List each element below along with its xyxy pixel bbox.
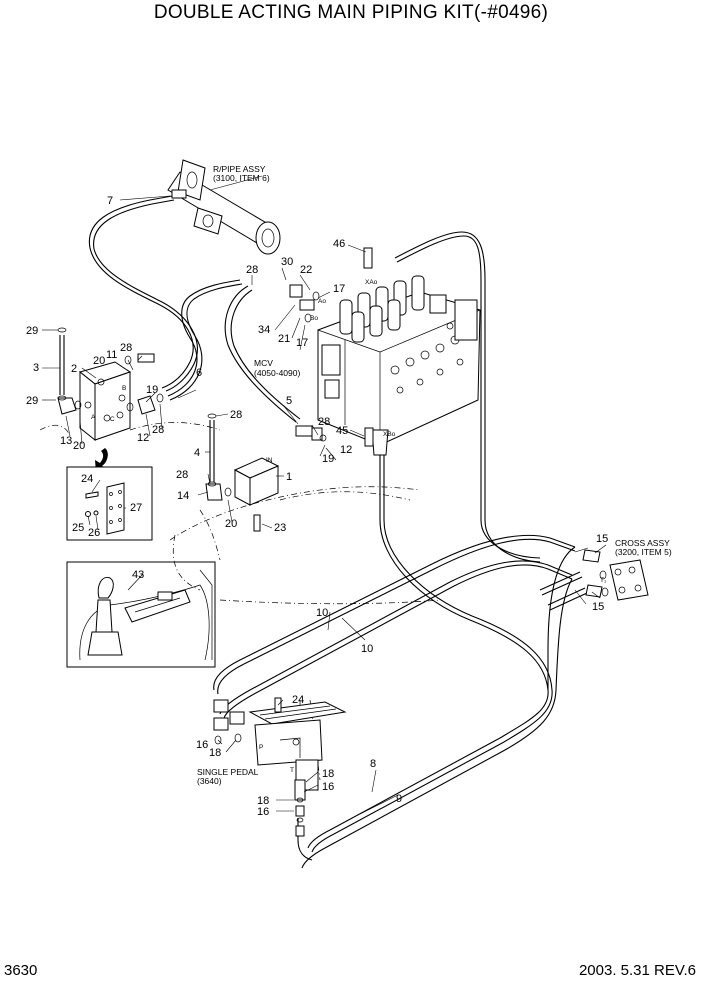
callout-18: 18 bbox=[322, 768, 334, 780]
single-pedal-assembly bbox=[213, 699, 347, 801]
fitting-45 bbox=[364, 427, 374, 447]
port-block-2 bbox=[78, 361, 132, 442]
mcv-spools bbox=[339, 275, 425, 343]
callout-16: 16 bbox=[322, 781, 334, 793]
leader-lines bbox=[42, 175, 607, 815]
port-ao: Ao bbox=[318, 298, 326, 305]
bracket-27 bbox=[106, 482, 125, 535]
port-a: A bbox=[91, 414, 96, 421]
hose-10 bbox=[213, 534, 576, 691]
revision-date: 2003. 5.31 REV.6 bbox=[578, 962, 696, 979]
page-number: 3630 bbox=[4, 962, 38, 979]
callout-10: 10 bbox=[361, 643, 373, 655]
callout-24: 24 bbox=[292, 694, 304, 706]
port-c: C bbox=[110, 416, 115, 423]
callout-9: 9 bbox=[396, 793, 402, 805]
hose-8 bbox=[547, 546, 576, 690]
note-mcv-ref: (4050-4090) bbox=[254, 368, 300, 378]
callout-34: 34 bbox=[258, 324, 270, 336]
callout-17: 17 bbox=[296, 337, 308, 349]
callout-29: 29 bbox=[26, 395, 38, 407]
callout-29: 29 bbox=[26, 325, 38, 337]
arrow-down-icon bbox=[95, 448, 108, 472]
callout-12: 12 bbox=[340, 444, 352, 456]
hose-5 bbox=[224, 285, 297, 423]
callout-20: 20 bbox=[93, 355, 105, 367]
callout-19: 19 bbox=[146, 384, 158, 396]
callout-45: 45 bbox=[336, 425, 348, 437]
callout-2: 2 bbox=[71, 363, 77, 375]
callout-24: 24 bbox=[81, 473, 93, 485]
callout-12: 12 bbox=[137, 432, 149, 444]
port-bo: Bo bbox=[310, 315, 318, 322]
port-t1: T₁ bbox=[600, 577, 607, 584]
callout-19: 19 bbox=[322, 453, 334, 465]
inset-joystick-43 bbox=[66, 561, 216, 668]
note-pedal: SINGLE PEDAL bbox=[197, 767, 259, 777]
callout-46: 46 bbox=[333, 238, 345, 250]
callout-28: 28 bbox=[318, 416, 330, 428]
callout-28: 28 bbox=[246, 264, 258, 276]
callout-10: 10 bbox=[316, 607, 328, 619]
callout-1: 1 bbox=[286, 471, 292, 483]
hose-9 bbox=[301, 578, 573, 869]
port-xbo: XBo bbox=[383, 431, 396, 438]
callout-26: 26 bbox=[88, 527, 100, 539]
callout-28: 28 bbox=[120, 342, 132, 354]
callout-4: 4 bbox=[194, 447, 200, 459]
callout-25: 25 bbox=[72, 522, 84, 534]
callout-27: 27 bbox=[130, 502, 142, 514]
callout-7: 7 bbox=[107, 195, 113, 207]
callout-13: 13 bbox=[60, 435, 72, 447]
callout-16: 16 bbox=[196, 739, 208, 751]
solenoid-valve-1 bbox=[233, 457, 280, 506]
callout-5: 5 bbox=[286, 395, 292, 407]
note-cross: CROSS ASSY bbox=[615, 538, 670, 548]
callout-28: 28 bbox=[152, 424, 164, 436]
callout-20: 20 bbox=[225, 518, 237, 530]
callout-21: 21 bbox=[278, 333, 290, 345]
callout-14: 14 bbox=[177, 490, 189, 502]
note-mcv: MCV bbox=[254, 358, 273, 368]
callout-18: 18 bbox=[209, 747, 221, 759]
callout-numbers: 7 30 28 22 17 34 21 17 46 45 28 12 19 5 … bbox=[26, 195, 608, 818]
note-rpipe: R/PIPE ASSY bbox=[213, 164, 266, 174]
port-in: IN bbox=[266, 457, 273, 464]
callout-18: 18 bbox=[257, 795, 269, 807]
mcv-port-details bbox=[390, 294, 478, 394]
fitting-46 bbox=[363, 247, 373, 269]
page-title: DOUBLE ACTING MAIN PIPING KIT(-#0496) bbox=[153, 2, 549, 23]
hose-7 bbox=[88, 195, 194, 389]
hose-6 bbox=[167, 279, 241, 397]
callout-8: 8 bbox=[370, 758, 376, 770]
port-t: T bbox=[290, 767, 294, 774]
note-pedal-ref: (3640) bbox=[197, 776, 222, 786]
callout-30: 30 bbox=[281, 256, 293, 268]
callout-15: 15 bbox=[596, 533, 608, 545]
r-pipe-assembly bbox=[167, 159, 281, 255]
cross-assembly bbox=[582, 549, 649, 601]
callout-22: 22 bbox=[300, 264, 312, 276]
mcv-valve-block bbox=[317, 275, 481, 456]
note-rpipe-ref: (3100, ITEM 6) bbox=[213, 173, 270, 183]
callout-15: 15 bbox=[592, 601, 604, 613]
port-b: B bbox=[122, 385, 126, 392]
callout-11: 11 bbox=[106, 349, 117, 361]
callout-16: 16 bbox=[257, 806, 269, 818]
callout-43: 43 bbox=[132, 569, 144, 581]
note-cross-ref: (3200, ITEM 5) bbox=[615, 547, 672, 557]
callout-28: 28 bbox=[230, 409, 242, 421]
callout-20: 20 bbox=[73, 440, 85, 452]
callout-6: 6 bbox=[196, 367, 202, 379]
port-p: P bbox=[259, 744, 263, 751]
port-labels: XAo Ao Bo XBo A B C IN P T T₁ bbox=[91, 279, 607, 774]
callout-17: 17 bbox=[333, 283, 345, 295]
callout-3: 3 bbox=[33, 362, 39, 374]
port-xao: XAo bbox=[365, 279, 378, 286]
callout-28: 28 bbox=[176, 469, 188, 481]
callout-23: 23 bbox=[274, 522, 286, 534]
reference-notes: R/PIPE ASSY (3100, ITEM 6) MCV (4050-409… bbox=[197, 164, 672, 786]
